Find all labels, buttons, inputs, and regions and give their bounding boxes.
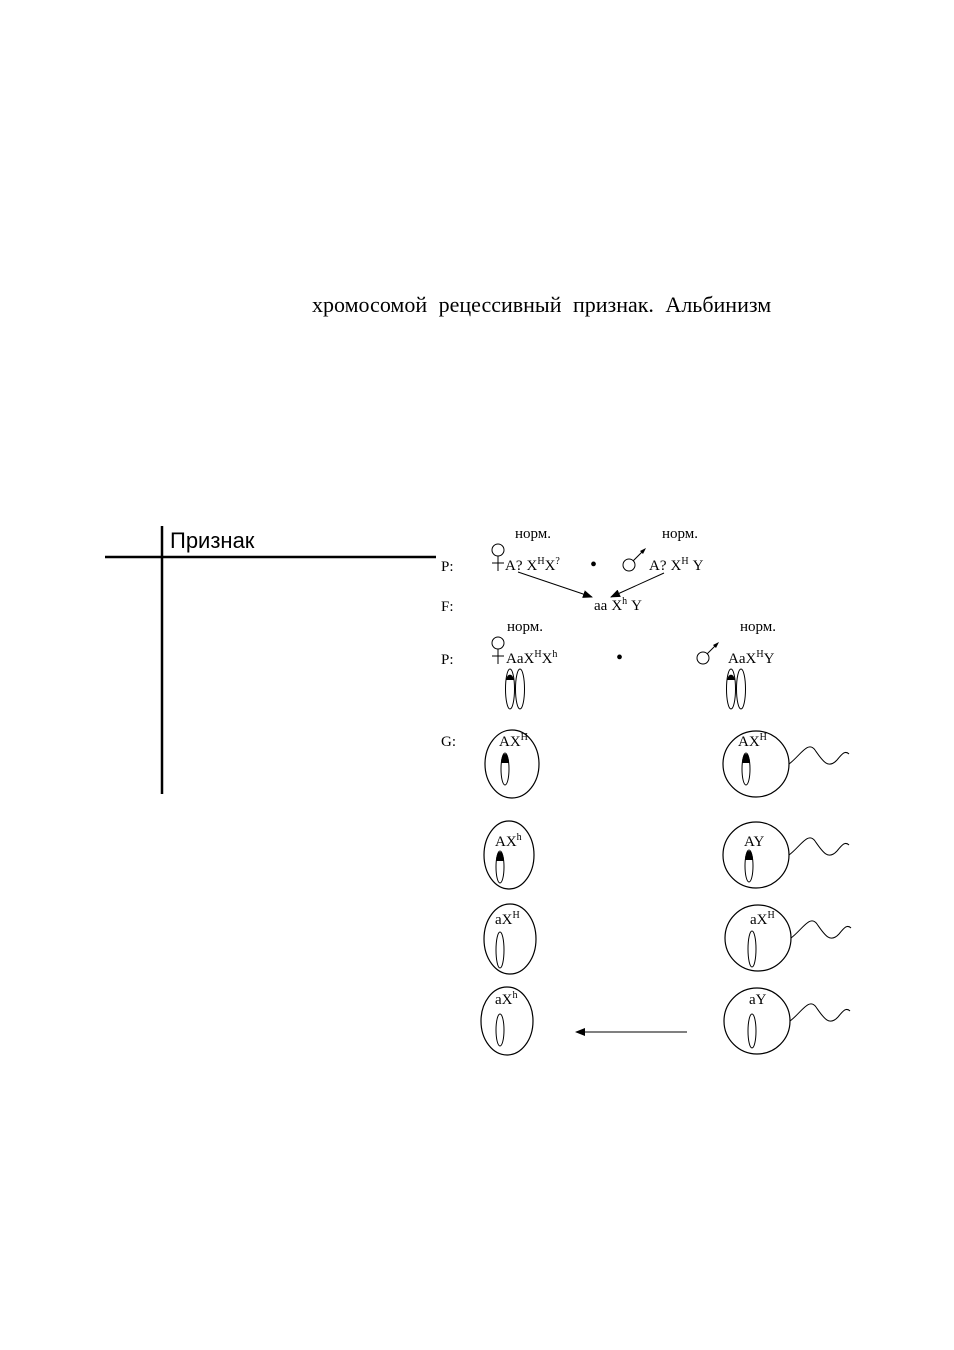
gamete-label: AY — [744, 834, 764, 850]
sperm-tail — [788, 746, 850, 765]
row-label-f: F: — [441, 599, 454, 615]
gamete-label: aY — [749, 992, 767, 1008]
arrow-female-to-f — [517, 571, 593, 598]
normal-label-male-p2: норм. — [740, 619, 776, 635]
chromosome — [747, 930, 757, 968]
sperm-cell-gamete: AY — [722, 821, 850, 889]
row-label-p1: P: — [441, 559, 454, 575]
normal-label-female-p2: норм. — [507, 619, 543, 635]
row-label-g: G: — [441, 734, 456, 750]
row-label-p2: P: — [441, 652, 454, 668]
p2-male-genotype: AaXHY — [728, 649, 775, 667]
female-sign-icon — [491, 543, 505, 571]
sperm-tail — [790, 920, 852, 939]
chromosome-pair-male — [726, 668, 746, 710]
egg-cell-gamete: AXh — [483, 820, 535, 890]
gamete-label: aXh — [495, 990, 518, 1008]
male-sign-icon — [622, 548, 646, 572]
table-frame — [105, 526, 436, 794]
sperm-cell-gamete: aXH — [724, 904, 852, 972]
male-sign-icon — [696, 642, 719, 665]
chromosome — [495, 850, 505, 884]
egg-cell-gamete: aXH — [483, 903, 537, 975]
gamete-label: AXh — [495, 832, 522, 850]
normal-label-female-p1: норм. — [515, 526, 551, 542]
cross-dot-p2: • — [616, 647, 623, 669]
arrow-male-to-f — [610, 572, 665, 598]
female-sign-icon — [491, 636, 505, 664]
p1-female-genotype: A?XHX? — [505, 556, 560, 574]
body-text-line: хромосомой рецессивный признак. Альбиниз… — [312, 292, 772, 317]
sperm-tail — [788, 837, 850, 856]
gamete-label: aXH — [495, 910, 520, 928]
cross-dot-p1: • — [590, 554, 597, 576]
normal-label-male-p1: норм. — [662, 526, 698, 542]
chromosome — [741, 752, 751, 786]
p2-female-genotype: AaXHXh — [506, 649, 557, 667]
chromosome-pair-female — [505, 668, 525, 710]
sperm-cell-gamete: AXH — [722, 730, 850, 798]
chromosome — [495, 931, 505, 969]
table-header-label: Признак — [170, 528, 255, 553]
gamete-label: AXH — [499, 732, 528, 750]
gamete-label: aXH — [750, 910, 775, 928]
gamete-label: AXH — [738, 732, 767, 750]
chromosome — [747, 1013, 757, 1049]
chromosome — [500, 752, 510, 786]
chromosome — [744, 849, 754, 883]
chromosome — [495, 1013, 505, 1047]
sperm-cell-gamete: aY — [723, 987, 851, 1055]
sperm-tail — [789, 1003, 851, 1022]
egg-cell-gamete: AXH — [484, 729, 540, 799]
egg-cell-gamete: aXh — [480, 986, 534, 1056]
